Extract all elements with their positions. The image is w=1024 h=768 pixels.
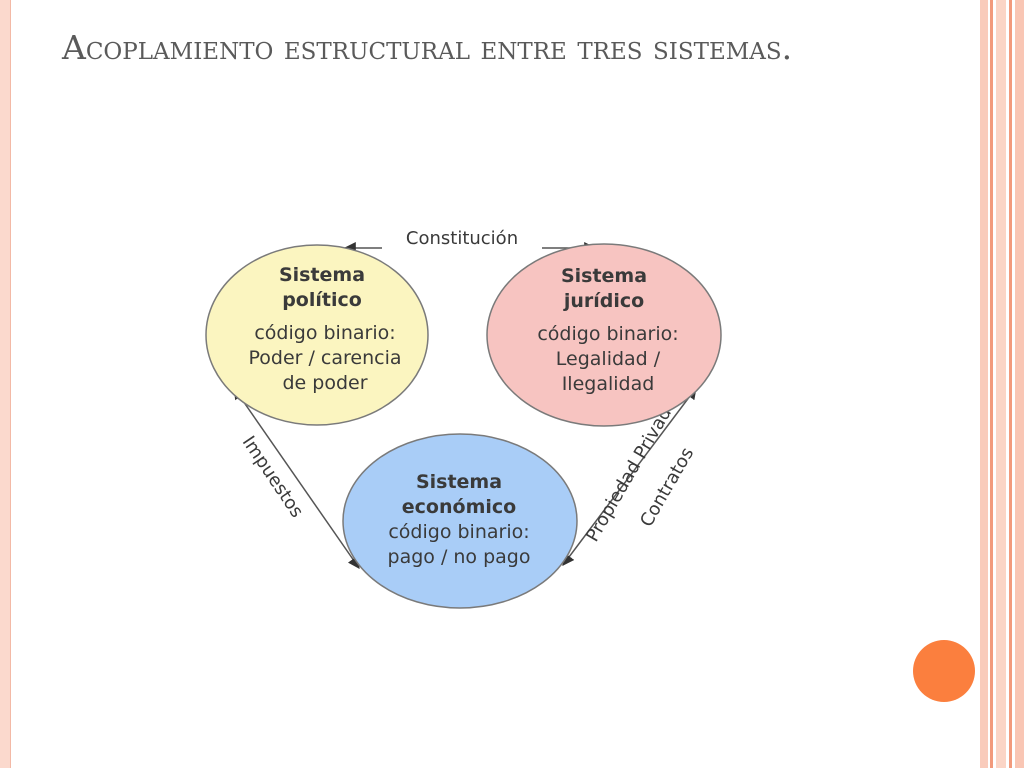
political-code-line3: de poder (282, 372, 367, 394)
political-name-line1: Sistema (279, 264, 365, 286)
juridical-system-circle (486, 243, 722, 427)
political-system-circle (205, 244, 429, 426)
edge-label-impuestos: Impuestos (238, 432, 308, 521)
economic-system-circle (342, 433, 578, 609)
right-decorative-stripes (980, 0, 1024, 768)
edge-label-constitucion: Constitución (406, 228, 518, 249)
edge-label-bg (382, 224, 542, 250)
juridical-code-line2: Legalidad / (556, 348, 661, 370)
juridical-code-line1: código binario: (537, 323, 678, 345)
economic-name-line1: Sistema (416, 471, 502, 493)
economic-name-line2: económico (402, 496, 516, 518)
political-code-line2: Poder / carencia (248, 347, 401, 369)
edge-impuestos (233, 387, 360, 569)
juridical-code-line3: Ilegalidad (562, 373, 655, 395)
economic-code-line2: pago / no pago (388, 546, 531, 568)
left-decorative-bar (0, 0, 11, 768)
stripe (1015, 0, 1024, 768)
economic-code-line1: código binario: (388, 521, 529, 543)
political-name-line2: político (282, 289, 362, 311)
stripe (980, 0, 988, 768)
slide-title: Acoplamiento estructural entre tres sist… (62, 28, 793, 67)
edge-propiedad (562, 387, 697, 566)
stripe (990, 0, 993, 768)
political-code-line1: código binario: (254, 322, 395, 344)
juridical-name-line2: jurídico (563, 290, 644, 312)
accent-circle (913, 640, 975, 702)
stripe (1009, 0, 1012, 768)
stripe (996, 0, 1006, 768)
juridical-name-line1: Sistema (561, 265, 647, 287)
